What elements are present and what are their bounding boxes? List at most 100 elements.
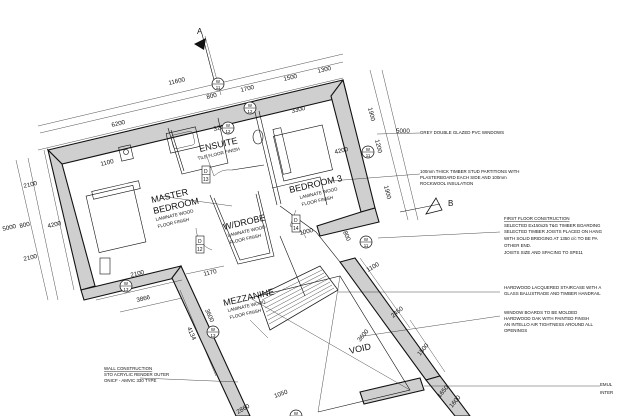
wall-bottom-lower	[359, 377, 425, 405]
window-tag-top: W	[124, 281, 129, 286]
svg-text:12: 12	[197, 247, 203, 253]
window-tag: W12	[221, 121, 235, 135]
window-tag-top: W	[248, 103, 253, 108]
note-wall-title: WALL CONSTRUCTION	[104, 366, 152, 371]
wall-bedroom3-bottom	[316, 207, 380, 237]
note-inter: INTER	[600, 390, 613, 395]
corridor-lines	[279, 205, 341, 263]
note-partition-2: PLASTERBOARD EACH SIDE AND 100mm	[420, 175, 507, 180]
wall-left	[47, 148, 96, 291]
section-b-label: B	[448, 199, 453, 208]
section-marker-a: A	[194, 27, 215, 81]
door-tag-d12: D 12	[195, 235, 205, 254]
dim-5000-left: 5000	[2, 223, 18, 233]
wall-mezzanine-left	[171, 264, 251, 416]
internal-partitions	[167, 110, 411, 413]
note-stair-2: GLASS BALUSTRADE AND TIMBER HANDRAIL	[504, 291, 601, 296]
bed3-inner-wall	[271, 176, 328, 206]
wc	[252, 129, 264, 145]
master-bed	[85, 184, 147, 254]
note-wall-2: ONICF - AMVIC 330 TYPE	[104, 378, 156, 383]
window-tag: W12	[243, 101, 257, 115]
note-ffc-3: WITH SOLID BRIDGING AT 1350 c/c TO BE PA	[504, 236, 598, 241]
wall-right-lower	[339, 257, 441, 381]
window-tag: W13	[119, 279, 133, 293]
window-tag-number: 11	[216, 85, 221, 90]
room-labels: ENSUITE TILE FLOOR FINISH BEDROOM 3 LAMI…	[150, 135, 372, 356]
note-ffc-2: SELECTED TIMBER JOISTS PLACED ON HANG	[504, 229, 603, 234]
dim-2100-c: 2100	[130, 269, 146, 279]
leader-lines	[139, 132, 600, 387]
window-tag-number: 11	[366, 153, 371, 158]
dim-3200: 3200	[213, 123, 229, 133]
dim-1050: 1050	[273, 388, 289, 399]
dim-1500-b: 1500	[416, 342, 431, 357]
section-marker-b: B	[399, 197, 453, 215]
section-a-label: A	[197, 27, 203, 36]
window-tag-top: W	[226, 123, 231, 128]
window-tag-top: W	[216, 79, 221, 84]
dim-800-b: 800	[341, 230, 352, 243]
partition-ensuite-bed3	[254, 111, 278, 206]
dim-2100-b: 2100	[23, 253, 39, 263]
dim-5000-right: 5000	[396, 128, 410, 135]
staircase	[249, 265, 339, 339]
bed3-bed	[273, 124, 333, 182]
dim-1000: 1000	[299, 227, 315, 237]
dim-11600: 11600	[168, 76, 186, 87]
note-ffc-1: SELECTED Ex150x25 T&G TIMBER BOARDING	[504, 223, 601, 228]
wardrobe-walls	[209, 190, 275, 265]
dim-2100-a: 2100	[23, 180, 39, 190]
window-tag-top: W	[366, 147, 371, 152]
note-partition-3: ROCKWOOL INSULATION	[420, 181, 473, 186]
notes: GREY DOUBLE GLAZED PVC WINDOWS 100mm THI…	[104, 130, 613, 395]
window-tag: W11	[361, 145, 375, 159]
dim-1700: 1700	[240, 84, 256, 94]
window-tag-number: 12	[248, 109, 253, 114]
door-tags: D 13 D 12 D 14	[195, 165, 301, 254]
dim-4200-right: 4200	[334, 146, 350, 156]
svg-text:D: D	[204, 169, 208, 175]
note-windows: GREY DOUBLE GLAZED PVC WINDOWS	[420, 130, 504, 135]
note-board-2: HARDWOOD OAK WITH PAINTED FINISH	[504, 316, 589, 321]
note-ffc-4: OTHER END.	[504, 243, 531, 248]
window-tag-top: W	[211, 327, 216, 332]
dim-1100: 1100	[100, 158, 115, 168]
bathtub	[165, 126, 201, 154]
window-tag-number: 11	[364, 243, 369, 248]
void-boundary	[249, 275, 411, 413]
window-tags: W11W12W12W11W11W13W13W14	[119, 77, 375, 416]
note-board-4: OPENINGS	[504, 328, 527, 333]
svg-text:D: D	[294, 218, 298, 224]
note-board-1: WINDOW BOARDS TO BE MOLDED	[504, 310, 577, 315]
dim-800-left: 800	[19, 221, 31, 230]
note-partition-1: 100mm THICK TIMBER STUD PARTITIONS WITH	[420, 169, 519, 174]
note-emul: EMUL	[600, 382, 613, 387]
dim-1300: 1300	[317, 65, 333, 75]
note-ffc-title: FIRST FLOOR CONSTRUCTION	[504, 216, 570, 221]
note-stair-1: HARDWOOD LACQUERED STAIRCASE WITH A	[504, 285, 601, 290]
window-tag: W13	[206, 325, 220, 339]
door-tag-d13: D 13	[201, 165, 211, 184]
furniture	[85, 124, 333, 275]
dim-1900: 1900	[366, 107, 376, 123]
svg-text:D: D	[198, 239, 202, 245]
note-wall-1: STO ACRYLIC RENDER OUTER	[104, 372, 169, 377]
window-tag-number: 12	[226, 129, 231, 134]
note-board-3: AN INTELLO AIR TIGHTNESS AROUND ALL	[504, 322, 594, 327]
window-tag: W11	[359, 235, 373, 249]
window-tag-number: 13	[124, 287, 129, 292]
dim-1100-right: 1100	[366, 261, 382, 274]
dim-800: 800	[206, 92, 218, 101]
ensuite-inner	[170, 129, 185, 172]
svg-text:14: 14	[293, 226, 299, 232]
wall-top	[46, 79, 348, 165]
wall-right-lower-2	[425, 375, 471, 416]
dim-6200: 6200	[111, 119, 127, 129]
svg-text:13: 13	[203, 177, 209, 183]
dim-3300: 3300	[291, 105, 307, 115]
dim-4200-left: 4200	[47, 220, 63, 230]
window-tag-number: 13	[211, 333, 216, 338]
window-tag: W11	[211, 77, 225, 91]
